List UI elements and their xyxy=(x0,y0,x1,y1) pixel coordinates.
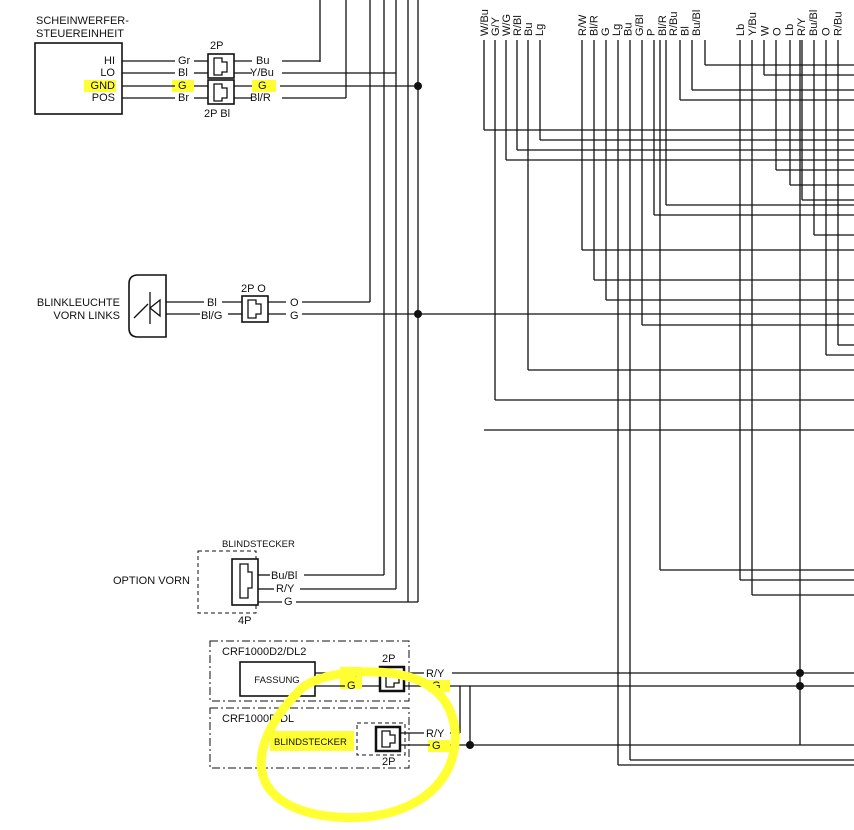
headlight-unit-box xyxy=(34,42,123,115)
wire-out-blr: Bl/R xyxy=(250,92,271,104)
splice-node xyxy=(466,741,474,749)
top-wire-label: R/Bl xyxy=(512,15,524,36)
turn-connector-label: 2P O xyxy=(241,283,266,295)
top-wire-label: Bu/Bl xyxy=(691,10,703,36)
headlight-control-unit: SCHEINWERFER- STEUEREINHEIT HI LO GND PO… xyxy=(34,15,418,120)
top-wire-label: R/W xyxy=(577,14,589,36)
dl-wire-out-ry: R/Y xyxy=(426,728,445,740)
wire-in-bl: Bl xyxy=(178,67,188,79)
connector-2p-label: 2P xyxy=(210,40,223,52)
main-harness-left xyxy=(319,0,422,602)
turn-wire-in-blg: Bl/G xyxy=(201,310,222,322)
wire-in-g: G xyxy=(178,80,187,92)
dl2-wire-in-g: G xyxy=(347,680,356,692)
crf-dl2-box xyxy=(209,640,410,702)
option-dashed-box xyxy=(197,550,257,614)
dl-connector-label: 2P xyxy=(382,756,395,768)
wire-out-g: G xyxy=(258,80,267,92)
top-wire-label: G/Bl xyxy=(634,15,646,36)
wire-in-br: Br xyxy=(178,92,189,104)
top-wire-label: Y/Bu xyxy=(747,12,759,36)
g-in-highlight xyxy=(172,80,194,92)
turn-signal-label-2: VORN LINKS xyxy=(53,310,120,322)
right-harness xyxy=(470,40,854,766)
top-wire-label: Bl xyxy=(680,26,692,36)
dl-out-highlight xyxy=(428,740,450,752)
turn-signal-lamp xyxy=(128,274,167,338)
option-wire-bubl: Bu/Bl xyxy=(271,570,297,582)
option-connector-4p xyxy=(231,558,259,606)
gnd-highlight xyxy=(84,80,116,92)
wire-in-gr: Gr xyxy=(178,55,191,67)
option-front-label: OPTION VORN xyxy=(113,575,190,587)
crf-dl-dashed-box xyxy=(356,722,406,756)
top-wire-label: R/Bu xyxy=(833,12,845,36)
crf-dl2-model: CRF1000D2/DL2 xyxy=(222,646,306,658)
option-blindstecker-label: BLINDSTECKER xyxy=(222,539,295,550)
wire-out-bu: Bu xyxy=(256,55,269,67)
top-wire-label: W xyxy=(759,25,771,36)
dl2-wire-out-ry: R/Y xyxy=(426,668,445,680)
top-wire-label: Bl/R xyxy=(588,15,600,36)
crf-dl-section: CRF1000D/DL BLINDSTECKER 2P R/Y G xyxy=(209,686,854,769)
top-wire-label: Bl/R xyxy=(657,15,669,36)
g-out-highlight xyxy=(252,80,276,92)
splice-node xyxy=(796,682,804,690)
top-wire-label: O xyxy=(772,27,784,36)
top-wire-label: R/Bu xyxy=(668,12,680,36)
turn-signal-label-1: BLINKLEUCHTE xyxy=(37,297,120,309)
pin-pos: POS xyxy=(92,92,115,104)
headlight-unit-title-1: SCHEINWERFER- xyxy=(36,15,129,27)
top-wire-label: Bu/Bl xyxy=(808,10,820,36)
top-wire-label: G xyxy=(600,27,612,36)
top-wire-label: P xyxy=(645,29,657,36)
crf-dl2-section: CRF1000D2/DL2 FASSUNG R/Y G 2P R/Y G xyxy=(209,640,854,745)
option-wire-g: G xyxy=(284,596,293,608)
turn-wire-out-o: O xyxy=(290,297,299,309)
top-wire-label: R/Y xyxy=(796,17,808,36)
turn-wire-out-g: G xyxy=(290,310,299,322)
dl2-connector-label: 2P xyxy=(382,653,395,665)
turn-wire-in-bl: Bl xyxy=(207,297,217,309)
top-wire-label: Bu xyxy=(623,23,635,36)
top-wire-label: O xyxy=(820,27,832,36)
top-wire-label: W/G xyxy=(501,14,513,36)
highlight-circle-annotation xyxy=(256,667,460,823)
option-front: OPTION VORN BLINDSTECKER 4P Bu/Bl R/Y G xyxy=(113,539,418,627)
top-wire-label: Lb xyxy=(784,24,796,36)
blindstecker-highlight xyxy=(270,731,354,751)
option-wire-ry: R/Y xyxy=(276,583,295,595)
dl-wire-out-g: G xyxy=(432,740,441,752)
connector-2p-bl-label: 2P Bl xyxy=(204,108,230,120)
top-wire-label: W/Bu xyxy=(479,9,491,36)
turn-connector xyxy=(241,295,269,323)
pin-hi: HI xyxy=(104,55,115,67)
option-connector-label: 4P xyxy=(238,615,251,627)
headlight-unit-title-2: STEUEREINHEIT xyxy=(36,28,124,40)
top-wire-label: G/Y xyxy=(490,16,502,36)
fassung-label: FASSUNG xyxy=(254,675,299,686)
lamp-bulb-icon xyxy=(148,292,161,324)
crf-dl-box xyxy=(209,707,410,769)
top-wire-label: Bu xyxy=(523,23,535,36)
turn-signal-front-left: BLINKLEUCHTE VORN LINKS Bl Bl/G 2P O O G xyxy=(37,274,854,338)
top-wire-label: Lg xyxy=(611,24,623,36)
top-wire-label: Lg xyxy=(534,24,546,36)
pin-lo: LO xyxy=(100,67,115,79)
top-wire-label: Lb xyxy=(735,24,747,36)
crf-dl-blindstecker: BLINDSTECKER xyxy=(274,737,347,748)
wire-out-ybu: Y/Bu xyxy=(250,67,274,79)
pin-gnd: GND xyxy=(91,80,116,92)
